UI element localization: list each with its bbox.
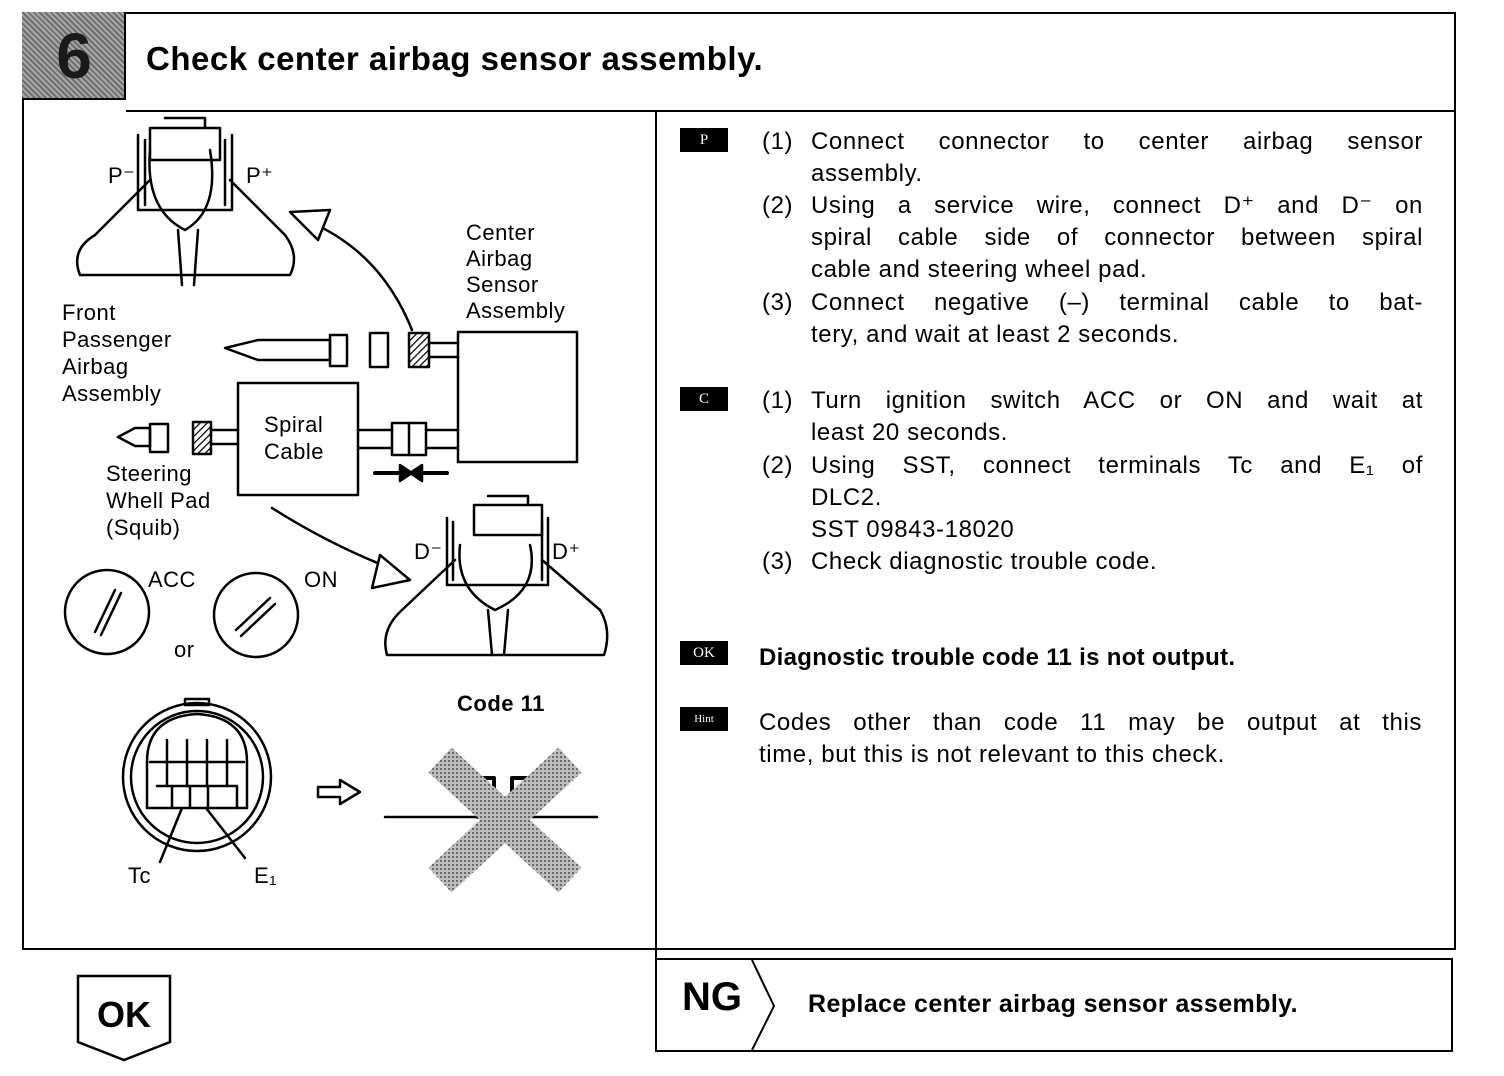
step-number-box (22, 12, 126, 100)
ng-label: NG (682, 975, 742, 1019)
title-bar (126, 12, 1456, 112)
label-steering-3: (Squib) (106, 515, 181, 540)
label-tc: Tc (128, 863, 151, 888)
c-step-3-line-1: Check diagnostic trouble code. (811, 548, 1158, 575)
ng-action-text: Replace center airbag sensor assembly. (808, 990, 1298, 1018)
c-step-1-line-1: Turn ignition switch ACC or ON and wait … (811, 387, 1423, 414)
p-step-2-line-1: Using a service wire, connect D⁺ and D⁻ … (811, 192, 1423, 219)
label-front-passenger-2: Passenger (62, 327, 172, 352)
label-center-sensor-4: Assembly (466, 298, 566, 323)
ng-result-box[interactable] (655, 958, 1453, 1052)
label-code: Code 11 (457, 691, 545, 716)
column-divider (655, 110, 657, 1048)
top-connector-icon (75, 116, 296, 287)
label-center-sensor-3: Sensor (466, 272, 539, 297)
c-step-2-line-1: Using SST, connect terminals Tc and E₁ o… (811, 452, 1423, 479)
label-spiral-cable-2: Cable (264, 439, 324, 464)
hint-line-2: time, but this is not relevant to this c… (759, 741, 1225, 768)
hint-line-1: Codes other than code 11 may be output a… (759, 709, 1422, 736)
ignition-acc-icon (63, 568, 151, 656)
label-on: ON (304, 567, 338, 592)
ok-badge-label: OK (97, 994, 151, 1035)
label-or: or (174, 637, 195, 662)
label-steering-1: Steering (106, 461, 192, 486)
c-step-3-num: (3) (762, 548, 794, 575)
ng-separator (751, 960, 776, 1051)
label-e1: E₁ (254, 863, 278, 888)
label-front-passenger-1: Front (62, 300, 116, 325)
label-acc: ACC (148, 567, 196, 592)
label-center-sensor-2: Airbag (466, 246, 533, 271)
tag-p: P (680, 128, 728, 152)
label-d-minus: D⁻ (414, 539, 443, 564)
page-frame (22, 12, 1456, 950)
label-d-plus: D⁺ (552, 539, 581, 564)
page-title: Check center airbag sensor assembly. (146, 40, 764, 77)
ok-result-text: Diagnostic trouble code 11 is not output… (759, 644, 1236, 671)
cross-out-icon (428, 747, 582, 893)
c-step-2-line-3: SST 09843-18020 (811, 516, 1015, 543)
c-step-2-num: (2) (762, 452, 794, 479)
tag-c: C (680, 387, 728, 411)
label-p-plus: P⁺ (246, 163, 274, 188)
p-step-3-num: (3) (762, 289, 794, 316)
p-step-2-num: (2) (762, 192, 794, 219)
label-p-minus: P⁻ (108, 163, 136, 188)
p-step-1-line-1: Connect connector to center airbag senso… (811, 128, 1423, 155)
dlc2-connector-icon (121, 697, 273, 864)
bottom-connector-icon (384, 494, 609, 657)
p-step-3-line-2: tery, and wait at least 2 seconds. (811, 321, 1180, 348)
ignition-on-icon (212, 571, 300, 659)
label-front-passenger-3: Airbag (62, 354, 129, 379)
c-step-1-line-2: least 20 seconds. (811, 419, 1008, 446)
arrow-up-icon (303, 218, 414, 332)
step-number: 6 (56, 20, 92, 92)
label-center-sensor-1: Center (466, 220, 536, 245)
c-step-2-line-2: DLC2. (811, 484, 883, 511)
p-step-2-line-2: spiral cable side of connector between s… (811, 224, 1423, 251)
p-step-1-num: (1) (762, 128, 794, 155)
tag-ok: OK (680, 641, 728, 665)
p-step-1-line-2: assembly. (811, 160, 923, 187)
p-step-3-line-1: Connect negative (–) terminal cable to b… (811, 289, 1423, 316)
c-step-1-num: (1) (762, 387, 794, 414)
ok-badge-shape (76, 974, 172, 1062)
p-step-2-line-3: cable and steering wheel pad. (811, 256, 1148, 283)
wiring-diagram (63, 116, 609, 893)
ok-badge[interactable]: OK (76, 974, 174, 1069)
label-steering-2: Whell Pad (106, 488, 211, 513)
tag-hint: Hint (680, 707, 728, 731)
label-spiral-cable-1: Spiral (264, 412, 324, 437)
label-front-passenger-4: Assembly (62, 381, 162, 406)
